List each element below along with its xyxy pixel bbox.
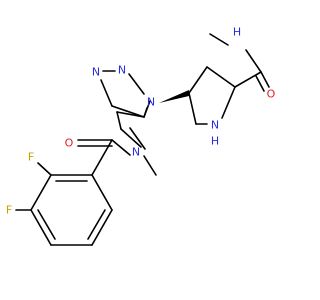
atom-fluorine-2: F — [28, 151, 34, 164]
bond-n-ch2-b — [129, 127, 146, 150]
bond-amidec-n — [245, 49, 262, 73]
bond-ring-inner-a — [37, 209, 56, 240]
atom-fluorine-3: F — [6, 204, 12, 217]
bond-ring-c4-c5 — [91, 209, 113, 246]
bond-c4-c5 — [116, 111, 145, 118]
bond-c5-n1 — [143, 107, 148, 118]
bond-pyr-c2-n1 — [221, 86, 236, 119]
wedge-bonds — [159, 90, 189, 103]
bond-ch2-triC4 — [116, 111, 122, 130]
bond-tri-c4-c5 — [111, 105, 145, 118]
bond-ring-c5-c6 — [91, 174, 113, 211]
atom-triazole-n2: N — [118, 64, 126, 77]
bond-amidec-o-a — [260, 71, 270, 88]
bond-ring-c2-c3 — [30, 209, 52, 246]
bond-n1-n2 — [128, 73, 145, 95]
wedge-n1-c4 — [159, 90, 189, 103]
atom-amide-h: H — [233, 26, 241, 39]
atom-benzamide-o: O — [65, 137, 74, 150]
bond-amidec-o-b — [255, 75, 265, 92]
bond-pyr-c5-c4 — [188, 92, 197, 125]
bond-ring-c1-c2 — [30, 174, 52, 211]
bond-ring-inner-b — [87, 209, 106, 240]
atom-labels: N N N O N N H H O F F — [6, 26, 276, 217]
bond-n-methyl — [143, 155, 157, 176]
bond-c1-f2 — [37, 162, 52, 176]
atom-benzamide-n: N — [132, 146, 140, 159]
bonds — [15, 100, 157, 246]
bonds-scaffold — [100, 33, 270, 148]
bond-amiden-methyl — [209, 33, 229, 46]
atom-amide-o: O — [267, 88, 276, 101]
bond-pyr-c4-c3 — [188, 66, 208, 94]
bond-pyr-c3-c2 — [206, 66, 236, 88]
atom-pyrrolidine-n: N — [211, 119, 219, 132]
molecule-structure: N N N O N N H H O F F — [6, 26, 276, 246]
bond-amideN-ch2 — [120, 128, 142, 148]
bond-c2-amidec — [234, 71, 262, 88]
bond-n3-c4 — [100, 79, 113, 107]
atom-triazole-n3: N — [92, 66, 100, 79]
atom-triazole-n1: N — [147, 96, 155, 109]
atom-pyrrolidine-h: H — [211, 135, 219, 148]
bond-carbonyl-n — [111, 139, 131, 156]
